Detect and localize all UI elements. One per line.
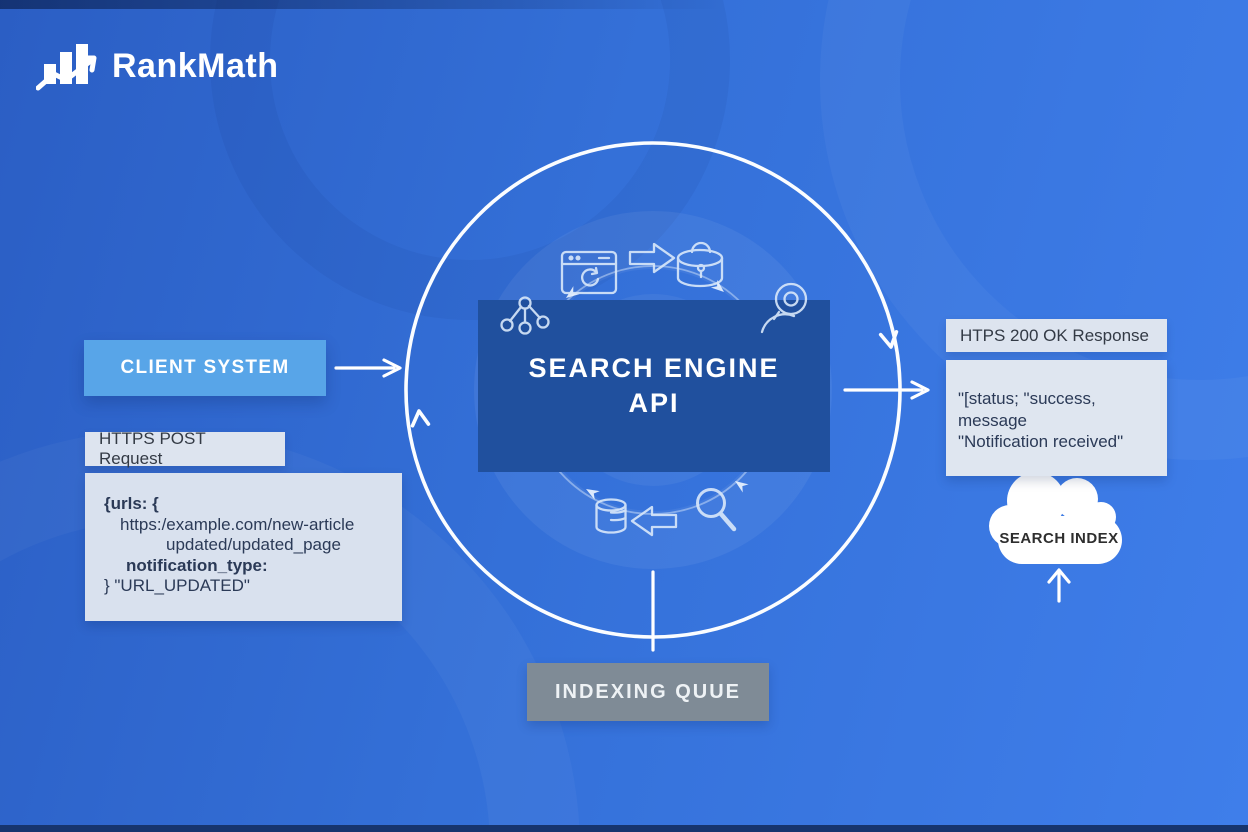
post-request-label: HTTPS POST Request [99, 429, 206, 468]
brand-name: RankMath [112, 46, 279, 85]
request-code-panel: {urls: { https:/example.com/new-article … [85, 473, 402, 621]
cloud-icon [989, 472, 1122, 564]
code-line: } "URL_UPDATED" [104, 576, 250, 595]
api-to-response-arrow [843, 380, 930, 400]
api-title-line2: API [628, 388, 680, 418]
bar-chart-logo-icon [36, 44, 97, 91]
search-magnifier-icon [696, 488, 737, 532]
indexing-queue-label: INDEXING QUUE [554, 680, 742, 703]
top-edge-strip [0, 0, 724, 9]
search-index-label: SEARCH INDEX [999, 530, 1119, 547]
indexing-queue-box: INDEXING QUUE [527, 663, 769, 721]
response-line: "[status; "success, [958, 389, 1096, 408]
code-line: https:/example.com/new-article [120, 514, 355, 534]
code-line: notification_type: [126, 555, 268, 575]
queue-to-index-arrow [1047, 568, 1071, 603]
response-line: message [958, 410, 1027, 430]
brand-logo: RankMath [36, 40, 278, 92]
bottom-edge-strip [0, 825, 1248, 832]
background-swirl [210, 0, 730, 320]
code-line: {urls: { [104, 494, 159, 513]
response-panel: "[status; "success, message "Notificatio… [946, 360, 1167, 476]
code-line: updated/updated_page [166, 535, 341, 554]
response-tag: HTPS 200 OK Response [946, 319, 1167, 352]
client-to-circle-arrow [334, 358, 402, 378]
client-system-label: CLIENT SYSTEM [120, 357, 290, 378]
api-title-line1: SEARCH ENGINE [528, 353, 780, 383]
arrow-right-outline-icon [628, 242, 676, 274]
response-label: HTPS 200 OK Response [960, 325, 1149, 345]
response-line: "Notification received" [958, 432, 1124, 451]
browser-refresh-icon [560, 250, 618, 295]
post-request-tag: HTTPS POST Request [85, 429, 285, 468]
search-engine-api-title: SEARCH ENGINE API [478, 300, 830, 472]
database-icon [595, 498, 627, 534]
client-system-box: CLIENT SYSTEM [84, 340, 326, 396]
lock-storage-icon [676, 241, 724, 288]
arrow-left-outline-icon [630, 505, 678, 537]
